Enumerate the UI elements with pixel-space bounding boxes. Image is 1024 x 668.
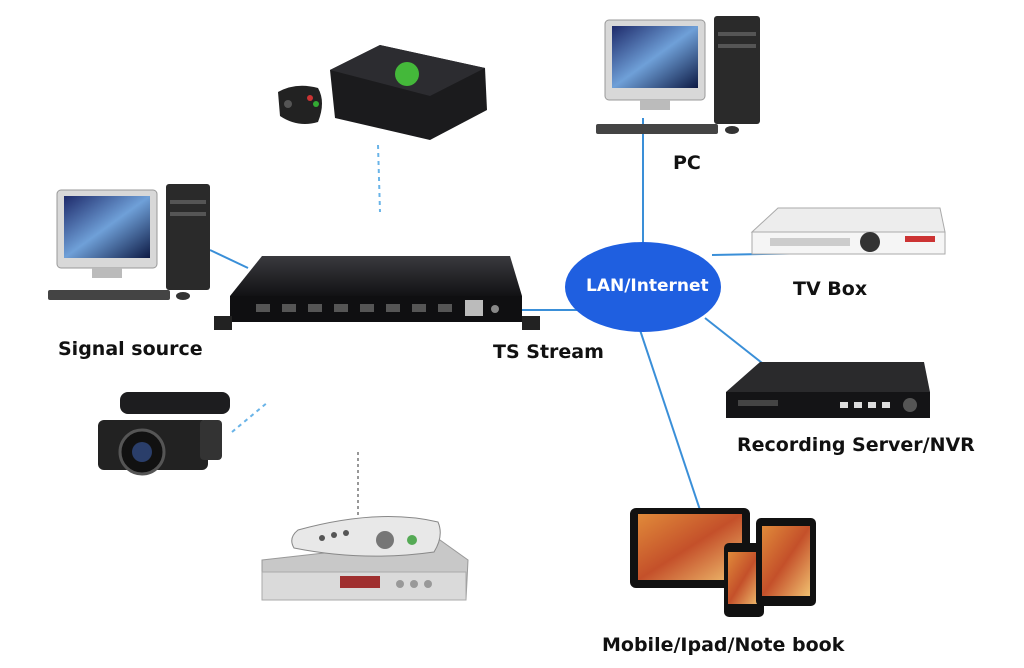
link-source-encoder xyxy=(209,249,249,269)
phone-icon xyxy=(724,543,764,617)
encoder-icon xyxy=(214,256,540,330)
set-top-box-icon xyxy=(261,516,469,601)
pc-icon xyxy=(596,16,760,134)
dashed-console xyxy=(377,144,381,213)
signal-source-label: Signal source xyxy=(58,338,203,360)
pc-icon xyxy=(48,184,210,300)
nvr-icon xyxy=(726,362,930,418)
tv-box-icon xyxy=(750,207,946,255)
ts-stream-label: TS Stream xyxy=(493,341,604,363)
phone-icon xyxy=(756,518,816,606)
mobile-label: Mobile/Ipad/Note book xyxy=(602,634,845,656)
recording-server-label: Recording Server/NVR xyxy=(737,434,975,456)
link-cloud-mobile xyxy=(639,329,701,511)
dashed-camera xyxy=(231,401,269,433)
pc-label: PC xyxy=(673,152,701,174)
lan-internet-label: LAN/Internet xyxy=(586,276,709,296)
game-console-icon xyxy=(278,45,487,140)
lan-internet-cloud xyxy=(565,242,721,332)
tv-box-label: TV Box xyxy=(793,278,868,300)
camcorder-icon xyxy=(98,392,230,476)
